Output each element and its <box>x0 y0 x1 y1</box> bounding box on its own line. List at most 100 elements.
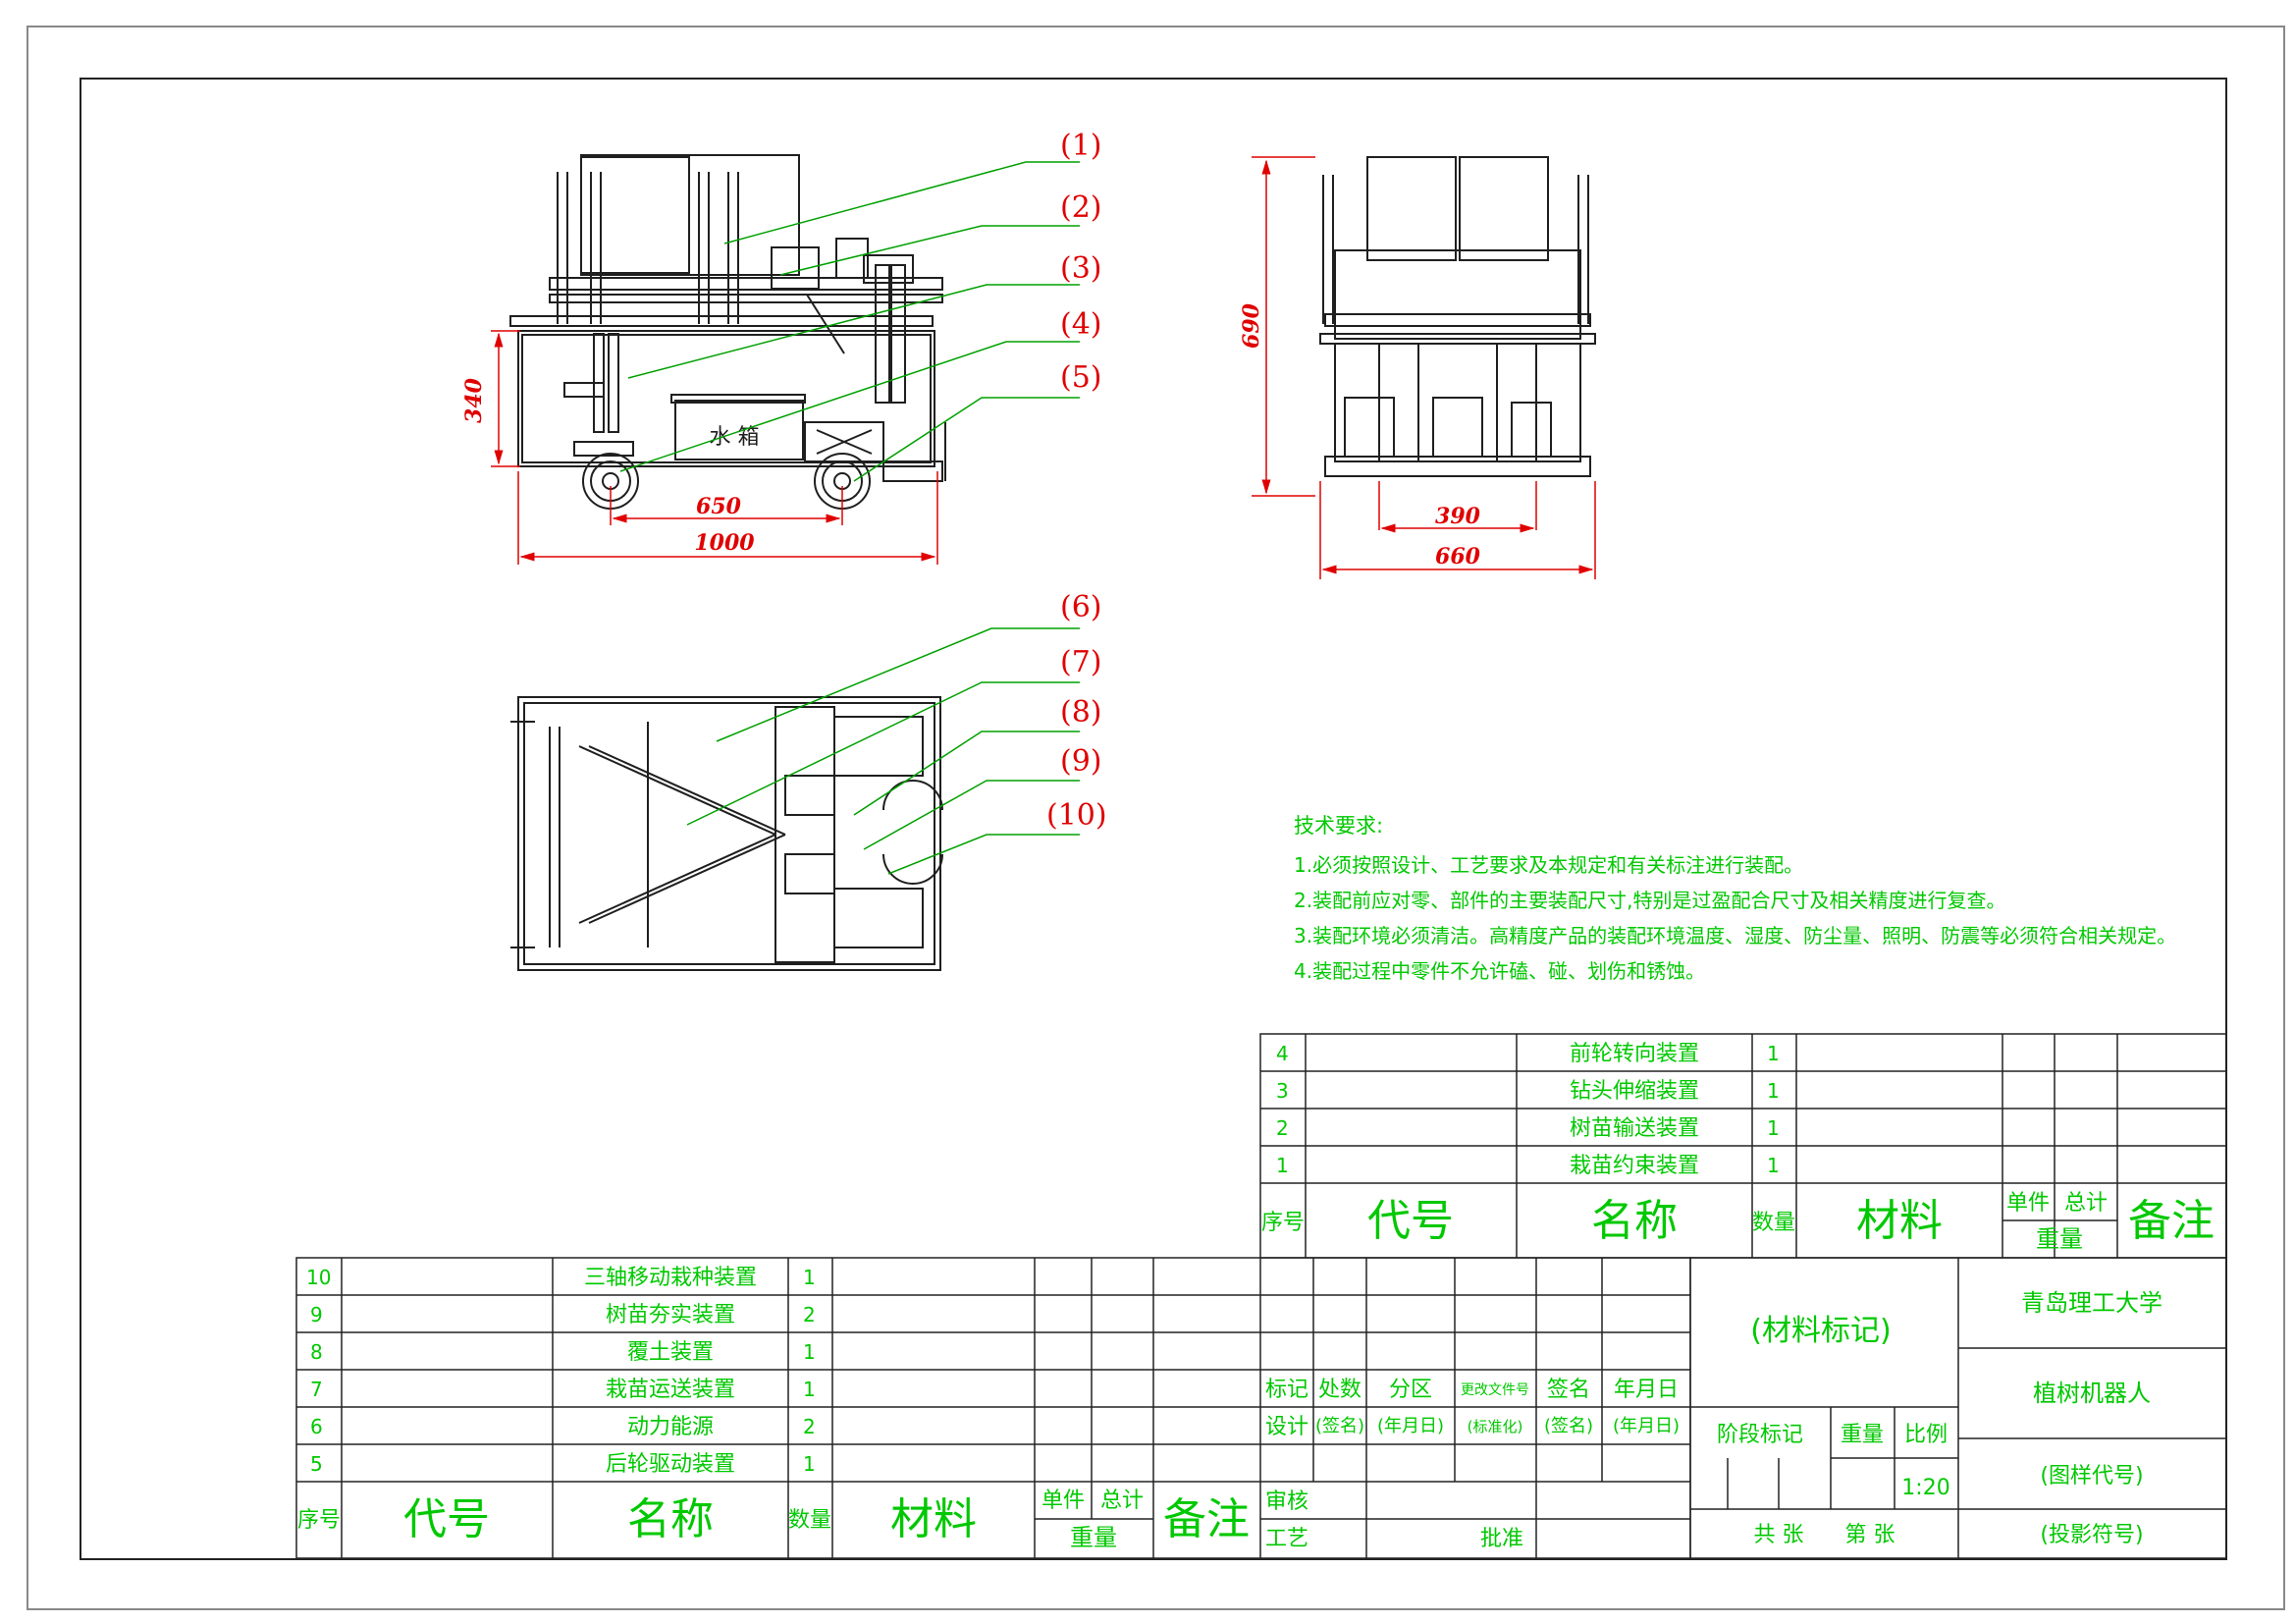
bom-upper-qty: 1 <box>1767 1116 1780 1140</box>
bom-upper-name: 树苗输送装置 <box>1570 1116 1699 1141</box>
bom-lower-qty: 1 <box>803 1266 816 1289</box>
bom-lower-name: 树苗夯实装置 <box>606 1303 735 1327</box>
tech-line-4: 4.装配过程中零件不允许磕、碰、划伤和锈蚀。 <box>1294 959 1705 983</box>
bom-upper-seq: 2 <box>1276 1116 1289 1140</box>
bom-upper-qty: 1 <box>1767 1154 1780 1177</box>
bom-lower-header-remark: 备注 <box>1163 1494 1250 1544</box>
bom-upper-header-code: 代号 <box>1367 1196 1454 1246</box>
inner-frame <box>80 78 2227 1560</box>
product-name: 植树机器人 <box>2033 1380 2151 1407</box>
callout-4: (4) <box>1060 307 1102 342</box>
tb-change-doc: 更改文件号 <box>1461 1382 1529 1398</box>
tech-line-2: 2.装配前应对零、部件的主要装配尺寸,特别是过盈配合尺寸及相关精度进行复查。 <box>1294 889 2005 912</box>
top-view <box>510 696 943 971</box>
bom-upper-name: 栽苗约束装置 <box>1570 1154 1699 1178</box>
dim-660: 660 <box>1435 544 1481 569</box>
front-view-dims <box>491 330 938 565</box>
bom-lower-qty: 1 <box>803 1340 816 1364</box>
tb-process: 工艺 <box>1265 1527 1308 1551</box>
signature-block: 标记 处数 分区 更改文件号 签名 年月日 设计 (签名) (年月日) (标准化… <box>1265 1378 1680 1551</box>
tb-zone: 分区 <box>1389 1378 1432 1402</box>
dim-650: 650 <box>696 494 742 519</box>
tb-signature: 签名 <box>1547 1378 1590 1402</box>
bom-lower-seq: 9 <box>310 1303 323 1326</box>
tb-date-paren: (年月日) <box>1377 1416 1444 1436</box>
tb-design: 设计 <box>1265 1415 1308 1439</box>
bom-upper-name: 前轮转向装置 <box>1570 1042 1699 1066</box>
outer-border <box>27 26 2285 1610</box>
bom-upper-header-remark: 备注 <box>2128 1196 2215 1246</box>
callout-1: (1) <box>1060 129 1102 163</box>
bom-upper-header-qty: 数量 <box>1752 1211 1795 1235</box>
bom-lower-seq: 8 <box>310 1340 323 1364</box>
weight-label: 重量 <box>1841 1423 1884 1447</box>
dim-340: 340 <box>461 377 487 423</box>
bom-lower-header-unit: 单件 <box>1041 1489 1085 1513</box>
tech-line-3: 3.装配环境必须清洁。高精度产品的装配环境温度、湿度、防尘量、照明、防震等必须符… <box>1294 924 2176 947</box>
dim-690: 690 <box>1239 302 1264 349</box>
callout-5: (5) <box>1060 360 1102 395</box>
tb-review: 审核 <box>1265 1489 1308 1514</box>
bom-lower-name: 栽苗运送装置 <box>606 1378 735 1402</box>
bom-upper-rows: 4 前轮转向装置 1 3 钻头伸缩装置 1 2 树苗输送装置 1 1 栽苗约束装… <box>1261 1042 2215 1253</box>
bom-lower-name: 动力能源 <box>627 1415 714 1439</box>
bom-lower-header-name: 名称 <box>627 1494 714 1544</box>
bom-upper-header-seq: 序号 <box>1261 1211 1305 1235</box>
tb-count: 处数 <box>1318 1378 1362 1402</box>
bom-upper-qty: 1 <box>1767 1042 1780 1065</box>
tech-line-1: 1.必须按照设计、工艺要求及本规定和有关标注进行装配。 <box>1294 853 1803 877</box>
callout-3: (3) <box>1060 251 1102 286</box>
callout-6: (6) <box>1060 590 1102 624</box>
bom-upper-header-total: 总计 <box>2064 1191 2108 1216</box>
bom-lower-header-material: 材料 <box>890 1494 977 1544</box>
bom-lower-header-total: 总计 <box>1100 1489 1144 1513</box>
tb-mark: 标记 <box>1265 1378 1308 1402</box>
callout-2: (2) <box>1060 190 1102 225</box>
dim-390: 390 <box>1435 504 1481 529</box>
bom-lower-rows: 10 三轴移动栽种装置 1 9 树苗夯实装置 2 8 覆土装置 1 7 栽苗运送… <box>297 1266 1250 1551</box>
tech-heading: 技术要求: <box>1294 814 1383 838</box>
ratio-label: 比例 <box>1904 1423 1948 1447</box>
bom-upper-seq: 1 <box>1276 1154 1289 1177</box>
tb-sign-paren-2: (签名) <box>1544 1416 1593 1436</box>
bom-upper-name: 钻头伸缩装置 <box>1570 1079 1699 1104</box>
drawing-code: (图样代号) <box>2040 1464 2143 1489</box>
bom-lower-name: 后轮驱动装置 <box>606 1452 735 1477</box>
bom-upper-qty: 1 <box>1767 1079 1780 1103</box>
tb-sign-paren: (签名) <box>1315 1416 1364 1436</box>
bom-lower-seq: 10 <box>306 1266 331 1289</box>
stage-mark: 阶段标记 <box>1717 1423 1803 1447</box>
tb-standard: (标准化) <box>1468 1418 1523 1435</box>
scale-value: 1:20 <box>1901 1476 1949 1500</box>
bom-upper-header-weight: 重量 <box>2036 1225 2083 1253</box>
bom-lower-seq: 5 <box>310 1452 323 1476</box>
bom-lower-header-qty: 数量 <box>788 1508 831 1533</box>
callout-8: (8) <box>1060 695 1102 730</box>
bom-upper-header-unit: 单件 <box>2006 1191 2050 1216</box>
bom-lower-qty: 1 <box>803 1452 816 1476</box>
callout-leaders <box>619 161 1080 875</box>
side-view-dims <box>1252 156 1596 579</box>
bom-lower-seq: 6 <box>310 1415 323 1438</box>
school-name: 青岛理工大学 <box>2021 1289 2163 1317</box>
tb-date: 年月日 <box>1614 1378 1679 1402</box>
bom-lower-seq: 7 <box>310 1378 323 1401</box>
projection-symbol: (投影符号) <box>2040 1523 2143 1547</box>
bom-lower-name: 三轴移动栽种装置 <box>584 1266 757 1290</box>
bom-upper-seq: 4 <box>1276 1042 1289 1065</box>
bom-lower-header-code: 代号 <box>403 1494 490 1544</box>
material-mark: (材料标记) <box>1750 1314 1891 1348</box>
side-view <box>1319 156 1596 477</box>
tb-date-paren-2: (年月日) <box>1613 1416 1680 1436</box>
bom-lower-qty: 2 <box>803 1303 816 1326</box>
tech-requirements: 技术要求: 1.必须按照设计、工艺要求及本规定和有关标注进行装配。 2.装配前应… <box>1294 814 2176 983</box>
callout-7: (7) <box>1060 645 1102 679</box>
water-tank-label: 水 箱 <box>710 425 760 450</box>
bom-lower-header-weight: 重量 <box>1070 1524 1117 1551</box>
front-view: 水 箱 <box>509 154 946 510</box>
bom-lower-name: 覆土装置 <box>627 1340 714 1365</box>
tb-approve: 批准 <box>1480 1527 1523 1551</box>
bom-lower-table <box>295 1257 2227 1559</box>
dim-1000: 1000 <box>694 530 755 556</box>
